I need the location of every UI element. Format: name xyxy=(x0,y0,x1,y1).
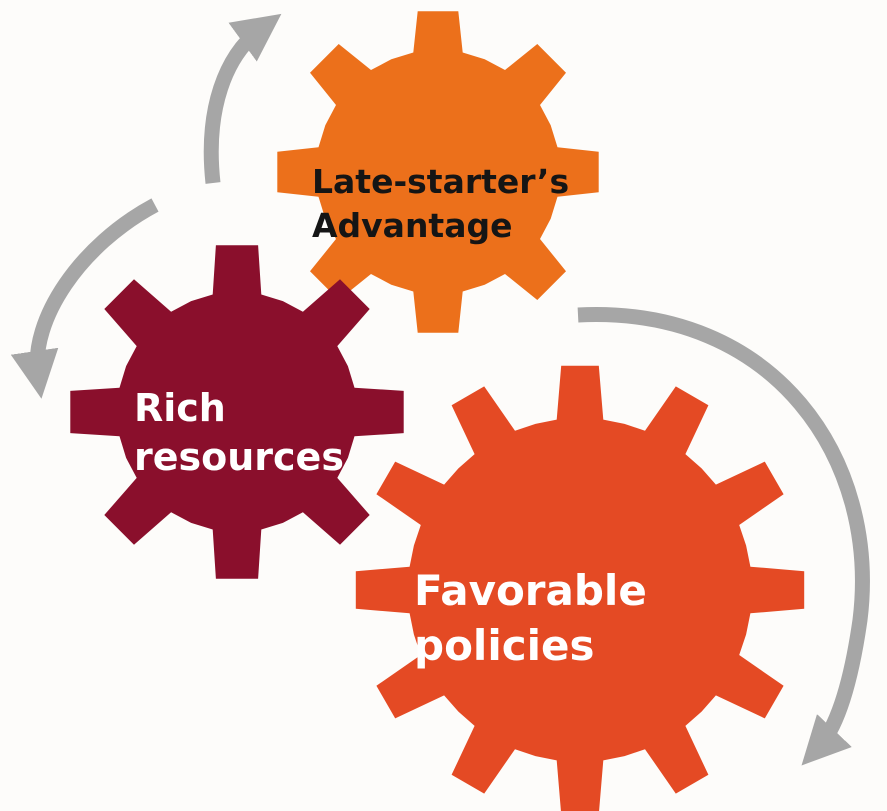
gear-late-starter xyxy=(277,11,599,333)
label-late-starter-advantage: Late-starter’s Advantage xyxy=(312,160,569,247)
label-late-starter-line1: Late-starter’s xyxy=(312,162,570,201)
gear-rich-resources xyxy=(70,245,404,579)
label-favorable-policies: Favorable policies xyxy=(414,564,647,673)
label-late-starter-line2: Advantage xyxy=(312,205,513,245)
cycle-arrow-right xyxy=(577,307,870,766)
label-favorable-line2: policies xyxy=(414,620,595,670)
label-favorable-line1: Favorable xyxy=(414,566,647,615)
gear-favorable-policies xyxy=(355,365,805,811)
label-rich-line2: resources xyxy=(134,435,344,480)
label-rich-resources: Rich resources xyxy=(134,384,344,483)
cycle-arrow-top xyxy=(203,13,282,184)
cycle-arrow-left xyxy=(10,198,159,399)
label-rich-line1: Rich xyxy=(134,386,226,430)
